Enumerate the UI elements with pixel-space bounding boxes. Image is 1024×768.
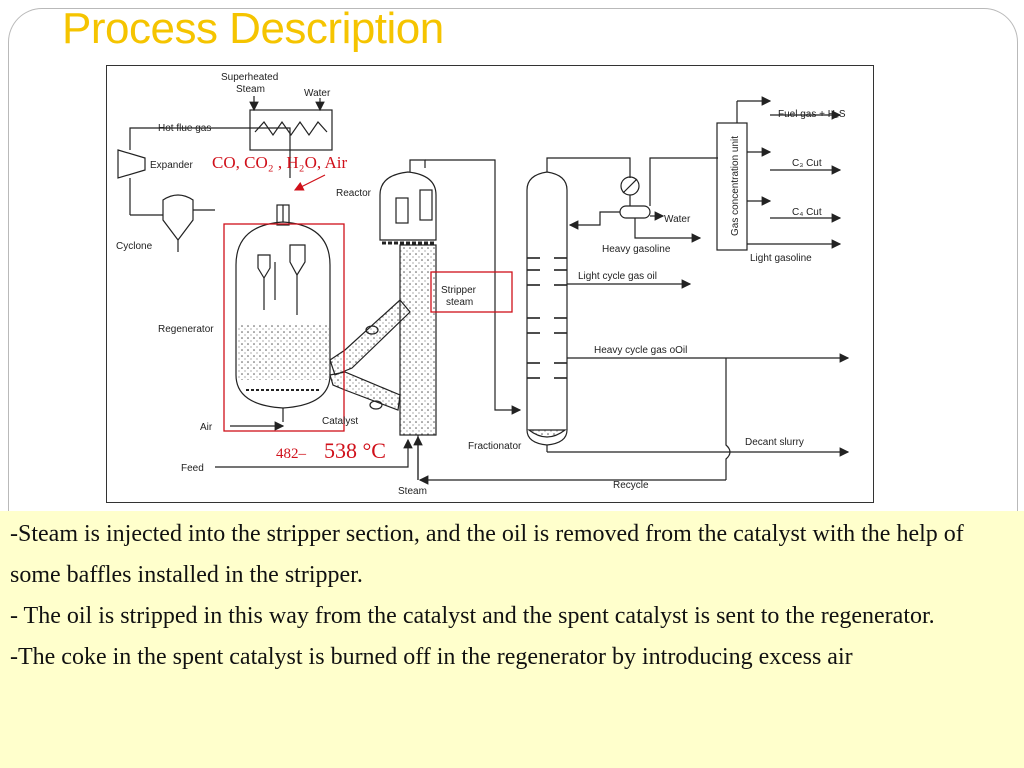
regenerator-vessel bbox=[235, 221, 331, 409]
label-feed: Feed bbox=[181, 463, 204, 474]
description-paragraph: -Steam is injected into the stripper sec… bbox=[10, 521, 964, 588]
cyclone bbox=[162, 194, 194, 241]
expander bbox=[117, 149, 146, 179]
label-fuel-gas: Fuel gas + H₂S bbox=[778, 109, 846, 120]
heater-coil bbox=[254, 120, 328, 137]
label-catalyst: Catalyst bbox=[322, 416, 358, 427]
reflux-drum bbox=[619, 205, 651, 219]
label-c3-cut: C₃ Cut bbox=[792, 158, 822, 169]
label-light-cycle-gas-oil: Light cycle gas oil bbox=[578, 271, 657, 282]
label-hot-flue-gas: Hot flue gas bbox=[158, 123, 211, 134]
steam-heater bbox=[249, 109, 333, 151]
flue-composition-annotation: CO, CO₂ , H₂O, Air bbox=[212, 153, 347, 172]
stripper-highlight-box bbox=[430, 271, 513, 313]
label-decant-slurry: Decant slurry bbox=[745, 437, 804, 448]
slide-frame bbox=[8, 8, 1018, 768]
label-light-gasoline: Light gasoline bbox=[750, 253, 812, 264]
description-paragraph: -The coke in the spent catalyst is burne… bbox=[10, 644, 853, 670]
label-steam-bottom: Steam bbox=[398, 486, 427, 497]
label-gas-concentration-unit: Gas concentration unit bbox=[730, 136, 741, 236]
label-c4-cut: C₄ Cut bbox=[792, 207, 822, 218]
label-air: Air bbox=[200, 422, 213, 433]
label-cyclone: Cyclone bbox=[116, 241, 153, 252]
fractionator-column bbox=[526, 171, 568, 446]
gas-concentration-unit bbox=[716, 122, 748, 251]
temperature-low-annotation: 482– bbox=[276, 446, 307, 462]
label-regenerator: Regenerator bbox=[158, 324, 214, 335]
label-heavy-gasoline: Heavy gasoline bbox=[602, 244, 671, 255]
temperature-high-annotation: 538 °C bbox=[324, 438, 386, 463]
label-fractionator: Fractionator bbox=[468, 441, 522, 452]
label-recycle: Recycle bbox=[613, 480, 649, 491]
label-steam-superheated: Steam bbox=[236, 84, 265, 95]
label-stripper-steam: steam bbox=[446, 297, 473, 308]
process-diagram bbox=[106, 65, 874, 503]
label-stripper: Stripper bbox=[441, 285, 477, 296]
label-water-top: Water bbox=[304, 88, 331, 99]
regenerator-highlight-box bbox=[223, 223, 345, 432]
description-paragraph: - The oil is stripped in this way from t… bbox=[10, 603, 935, 629]
page-title: Process Description bbox=[62, 4, 444, 53]
label-water-mid: Water bbox=[664, 214, 691, 225]
label-heavy-cycle-gas-oil: Heavy cycle gas oOil bbox=[594, 345, 687, 356]
label-superheated: Superheated bbox=[221, 72, 278, 83]
label-reactor: Reactor bbox=[336, 188, 372, 199]
label-expander: Expander bbox=[150, 160, 193, 171]
reactor-vessel bbox=[379, 171, 437, 241]
description-panel: -Steam is injected into the stripper sec… bbox=[0, 511, 1024, 768]
